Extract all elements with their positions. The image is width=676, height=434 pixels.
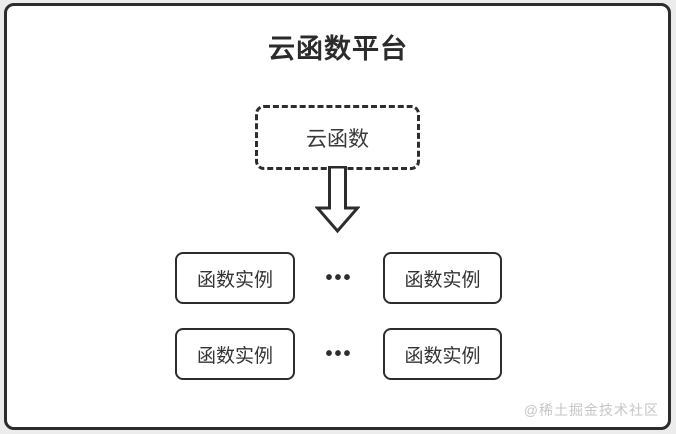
diagram-title: 云函数平台	[268, 34, 408, 64]
function-instance-label: 函数实例	[404, 345, 481, 367]
function-instance-node: 函数实例	[175, 252, 295, 304]
function-instance-label: 函数实例	[196, 345, 273, 367]
cloud-function-node: 云函数	[255, 105, 420, 170]
watermark: @稀土掘金技术社区	[523, 402, 659, 418]
function-instance-label: 函数实例	[196, 269, 273, 291]
ellipsis-dots: •••	[325, 267, 353, 289]
function-instance-label: 函数实例	[404, 269, 481, 291]
ellipsis-dots: •••	[325, 343, 353, 365]
function-instance-node: 函数实例	[383, 252, 502, 304]
down-arrow-icon	[315, 166, 360, 234]
function-instance-node: 函数实例	[383, 328, 502, 380]
cloud-function-label: 云函数	[306, 127, 369, 151]
function-instance-node: 函数实例	[175, 328, 295, 380]
